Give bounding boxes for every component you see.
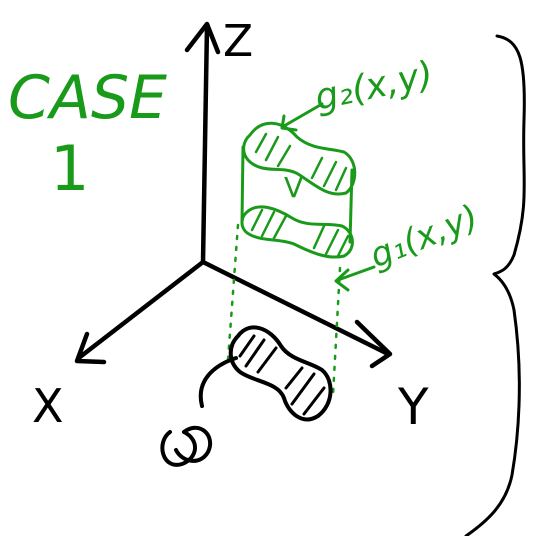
case-word: CASE <box>8 63 167 133</box>
projection-hatching <box>238 334 326 416</box>
g2-pointer-arrowhead <box>280 114 298 132</box>
surface-labels: g₂(x,y) g₁(x,y) <box>280 54 484 292</box>
g1-label: g₁(x,y) <box>364 197 484 276</box>
y-axis-label: Y <box>397 378 429 436</box>
x-axis-label: X <box>32 379 64 433</box>
g1-pointer-arrowhead <box>334 268 350 292</box>
z-axis-line <box>200 23 210 265</box>
bottom-surface <box>240 205 354 259</box>
z-axis-arrowhead <box>184 21 221 55</box>
projection-lines <box>226 223 342 397</box>
top-surface-hatching <box>254 132 348 192</box>
z-axis-label: Z <box>223 16 253 67</box>
top-surface <box>242 121 357 196</box>
y-axis-line <box>200 259 389 356</box>
y-axis-arrowhead <box>354 319 393 369</box>
projection-line-left <box>226 223 240 362</box>
x-axis-line <box>77 259 206 360</box>
right-brace <box>464 34 526 536</box>
axes: Z X Y <box>32 16 429 436</box>
left-wall <box>240 145 245 224</box>
right-wall <box>348 168 354 244</box>
case-number: 1 <box>50 132 89 205</box>
projection-symbol-d <box>160 425 212 467</box>
projection-pointer-curve <box>198 356 238 408</box>
x-axis-arrowhead <box>74 331 107 365</box>
bottom-surface-hatching <box>250 208 350 258</box>
g2-label: g₂(x,y) <box>311 54 436 119</box>
projection-line-right <box>331 266 342 397</box>
projected-region-d <box>160 325 333 467</box>
projection-outline <box>228 325 333 422</box>
region-label: V <box>284 171 303 204</box>
g1-pointer-line <box>336 265 376 282</box>
case-label: CASE 1 <box>8 63 167 205</box>
solid-region-v: V <box>240 121 357 259</box>
g2-pointer-line <box>282 102 324 128</box>
